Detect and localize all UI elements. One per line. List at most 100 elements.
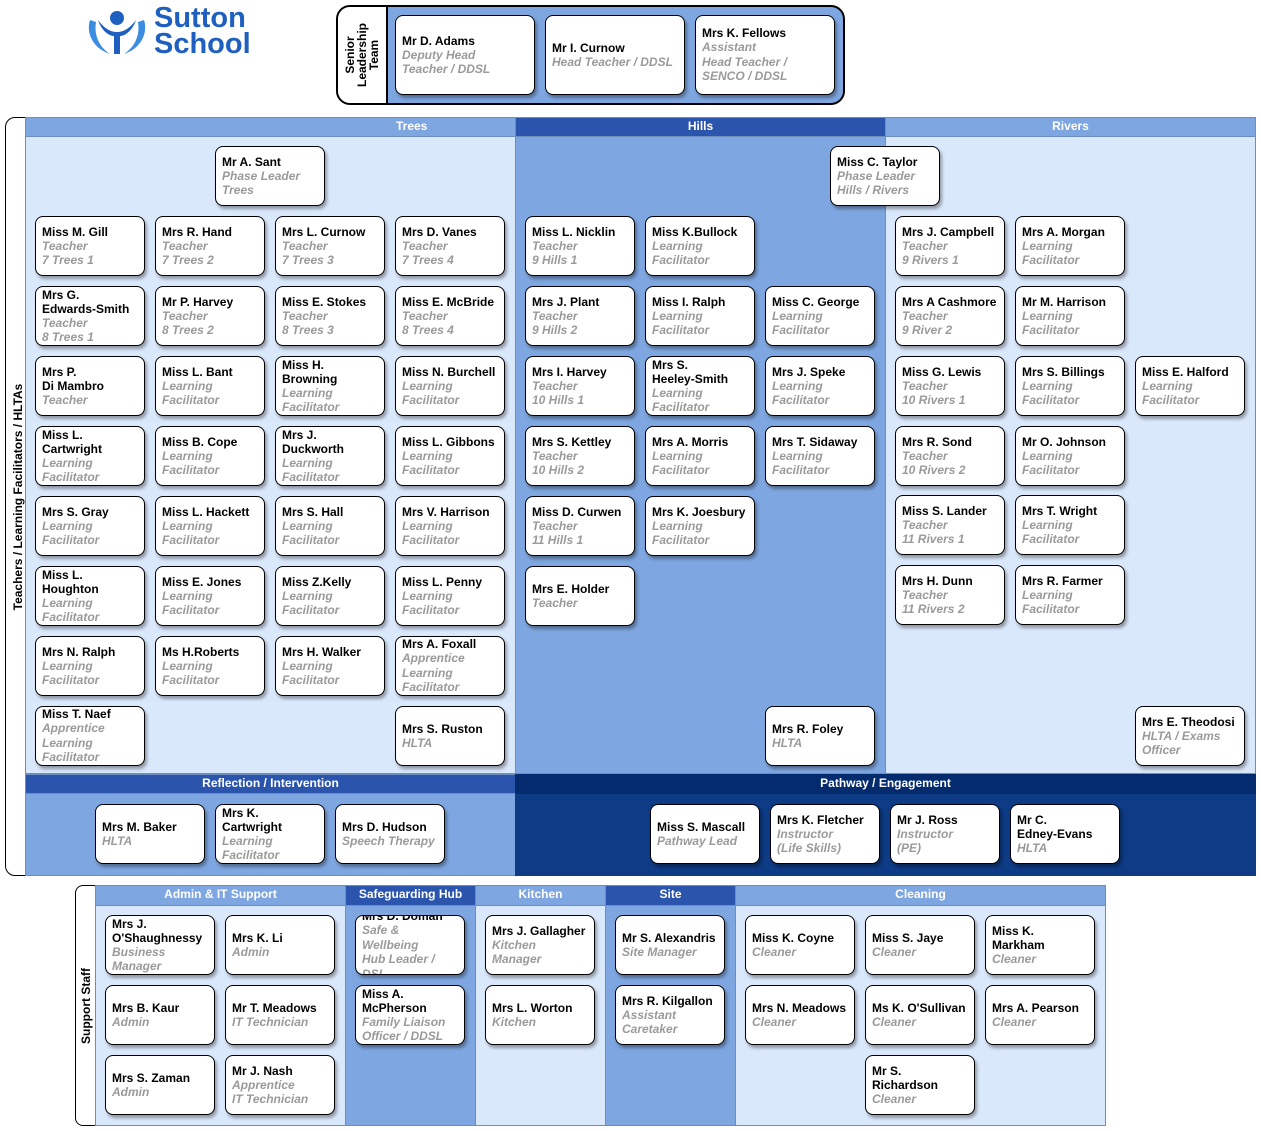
staff-role: Admin — [232, 944, 270, 959]
staff-name: Mr C. Edney-Evans — [1017, 812, 1093, 841]
staff-name: Mrs N. Meadows — [752, 1000, 847, 1015]
staff-name: Miss K. Coyne — [752, 930, 835, 945]
staff-name: Miss L. Gibbons — [402, 434, 495, 449]
staff-name: Mrs B. Kaur — [112, 1000, 180, 1015]
staff-role: Speech Therapy — [342, 833, 435, 848]
staff-name: Mr D. Adams — [402, 33, 475, 48]
site-header: Site — [605, 885, 736, 906]
staff-role: Learning Facilitator — [162, 378, 220, 408]
staff-role: Teacher 7 Trees 1 — [42, 238, 94, 268]
staff-role: Learning Facilitator — [1022, 238, 1080, 268]
staff-name: Mrs P. Di Mambro — [42, 364, 105, 393]
staff-role: Teacher 8 Trees 2 — [162, 308, 214, 338]
staff-role: Learning Facilitator — [222, 833, 280, 863]
staff-name: Mrs H. Walker — [282, 644, 361, 659]
staff-name: Mrs T. Sidaway — [772, 434, 858, 449]
staff-role: Apprentice Learning Facilitator — [402, 651, 465, 695]
staff-role: Business Manager — [112, 944, 166, 974]
staff-name: Mrs G. Edwards-Smith — [42, 287, 130, 316]
staff-name: Mr O. Johnson — [1022, 434, 1106, 449]
staff-name: Ms H.Roberts — [162, 644, 240, 659]
staff-name: Mrs J. Campbell — [902, 224, 995, 239]
staff-role: Teacher 7 Trees 4 — [402, 238, 454, 268]
staff-name: Miss C. George — [772, 294, 860, 309]
staff-name: Mrs M. Baker — [102, 819, 177, 834]
staff-name: Mrs K. Fletcher — [777, 812, 864, 827]
staff-role: HLTA — [1017, 840, 1048, 855]
staff-role: HLTA — [402, 735, 433, 750]
staff-role: Teacher 10 Hills 1 — [532, 378, 585, 408]
staff-role: Learning Facilitator — [652, 308, 710, 338]
staff-role: Learning Facilitator — [652, 385, 710, 415]
staff-role: Kitchen Manager — [492, 937, 542, 967]
staff-role: Learning Facilitator — [162, 448, 220, 478]
staff-role: Family Liaison Officer / DDSL — [362, 1014, 446, 1044]
staff-role: Learning Facilitator — [1022, 308, 1080, 338]
staff-role: Phase Leader Trees — [222, 168, 301, 198]
trees-header: Trees — [25, 117, 516, 137]
staff-role: Teacher 7 Trees 2 — [162, 238, 214, 268]
staff-name: Mrs V. Harrison — [402, 504, 490, 519]
kitchen-header: Kitchen — [475, 885, 606, 906]
staff-role: Pathway Lead — [657, 833, 738, 848]
staff-name: Miss D. Curwen — [532, 504, 622, 519]
staff-name: Miss K.Bullock — [652, 224, 738, 239]
staff-name: Mrs H. Dunn — [902, 573, 973, 588]
reflection-header: Reflection / Intervention — [25, 774, 516, 794]
staff-role: Head Teacher / DDSL — [552, 54, 673, 69]
staff-name: Mrs S. Billings — [1022, 364, 1105, 379]
staff-role: Assistant Caretaker — [622, 1007, 678, 1037]
staff-name: Mrs R. Farmer — [1022, 573, 1103, 588]
staff-name: Miss E. Halford — [1142, 364, 1229, 379]
staff-name: Miss M. Gill — [42, 224, 109, 239]
pathway-header: Pathway / Engagement — [515, 774, 1256, 794]
staff-role: Learning Facilitator — [652, 238, 710, 268]
staff-role: Teacher 9 River 2 — [902, 308, 953, 338]
staff-role: Teacher 10 Rivers 2 — [902, 448, 966, 478]
staff-name: Mrs J. O'Shaughnessy — [112, 916, 203, 945]
staff-role: Learning Facilitator — [1142, 378, 1200, 408]
slt-label: Senior Leadership Team — [343, 22, 381, 88]
staff-name: Miss A. McPherson — [362, 986, 427, 1015]
staff-name: Miss L. Hackett — [162, 504, 250, 519]
slt-label-panel: Senior Leadership Team — [338, 7, 388, 103]
staff-name: Mr J. Ross — [897, 812, 958, 827]
staff-name: Mrs S. Gray — [42, 504, 109, 519]
staff-name: Mrs R. Hand — [162, 224, 233, 239]
staff-name: Miss Z.Kelly — [282, 574, 352, 589]
staff-name: Mr T. Meadows — [232, 1000, 317, 1015]
staff-role: Assistant Head Teacher / SENCO / DDSL — [702, 40, 788, 84]
staff-name: Mrs A Cashmore — [902, 294, 997, 309]
staff-name: Miss E. Stokes — [282, 294, 367, 309]
